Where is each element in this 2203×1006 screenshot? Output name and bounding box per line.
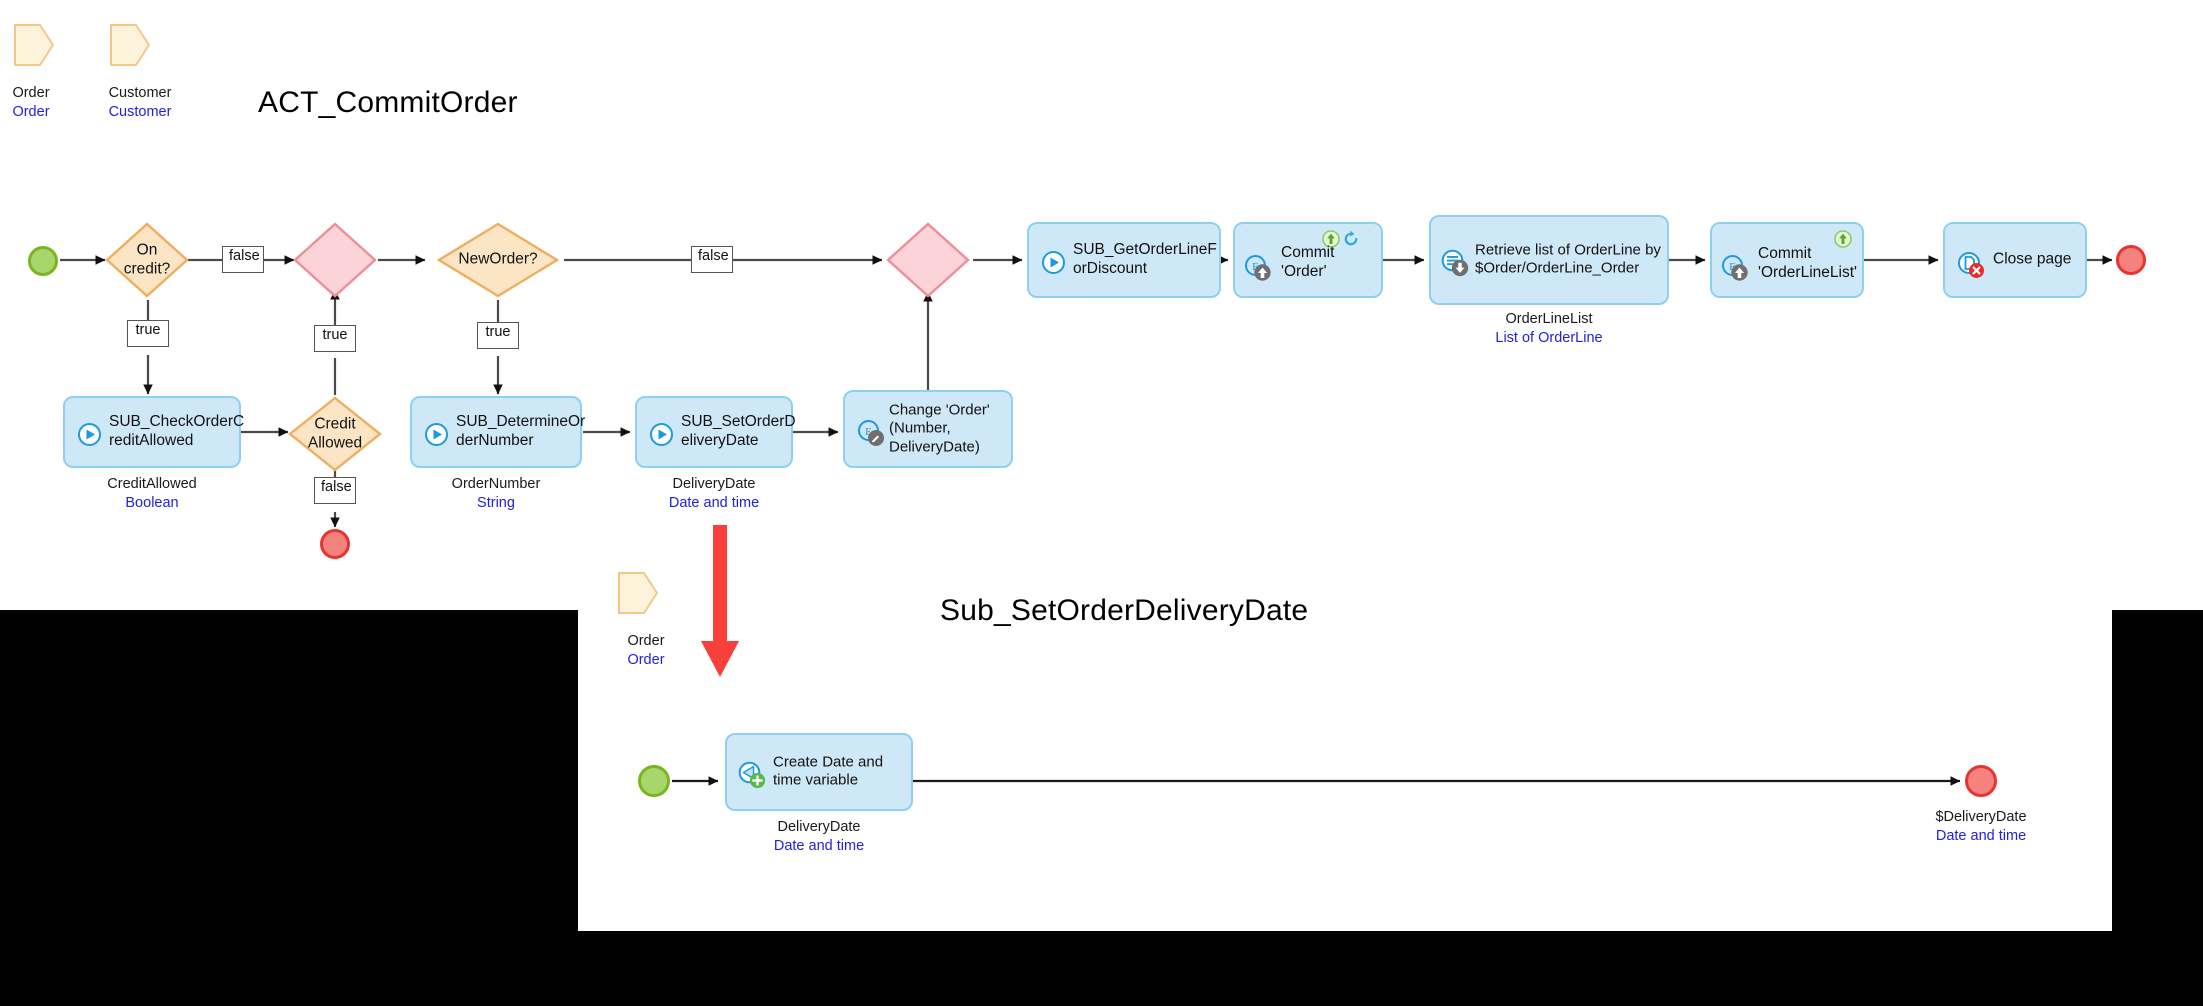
retrieve-list-icon (1441, 249, 1469, 277)
gateway-new-order-label: NewOrder? (458, 250, 538, 268)
caption-text: DeliveryDate (777, 819, 861, 835)
activity-close-page-label: Close page (1993, 250, 2072, 268)
sub-parameter-order-name: Order (627, 633, 665, 649)
flow-condition-on-credit-false: false (222, 246, 264, 273)
caption-text: DeliveryDate (672, 476, 756, 492)
caption-type: Date and time (773, 838, 865, 855)
lower-flow-title: Sub_SetOrderDeliveryDate (940, 594, 1309, 627)
sub-parameter-order-shape (618, 572, 659, 614)
gateway-new-order[interactable]: NewOrder? (436, 222, 560, 298)
flow-condition-credit-allowed-false: false (314, 477, 356, 504)
parameter-customer-caption: Customer Customer (88, 84, 192, 123)
activity-change-order-label: Change 'Order'(Number,DeliveryDate) (889, 401, 990, 456)
svg-text:E: E (865, 426, 872, 438)
sub-end-event[interactable] (1965, 765, 1997, 797)
gateway-merge-order[interactable] (886, 222, 970, 298)
call-microflow-icon (424, 422, 449, 447)
parameter-order-shape (14, 24, 55, 66)
upper-flow-title: ACT_CommitOrder (258, 86, 518, 119)
activity-change-order[interactable]: E Change 'Order'(Number,DeliveryDate) (843, 390, 1013, 468)
commit-arrow-up-icon (1834, 230, 1852, 248)
caption-type: Date and time (1935, 828, 2027, 845)
commit-object-icon: E (1244, 254, 1272, 282)
call-microflow-icon (1041, 250, 1066, 275)
sub-end-event-caption: $DeliveryDate Date and time (1881, 808, 2081, 847)
sub-start-event[interactable] (638, 765, 670, 797)
commit-object-icon: E (1721, 254, 1749, 282)
flow-condition-new-order-true: true (477, 322, 519, 349)
change-object-icon: E (857, 419, 885, 447)
caption-text: CreditAllowed (107, 476, 197, 492)
call-microflow-icon (77, 422, 102, 447)
caption-type: String (477, 495, 515, 512)
activity-sub-check-order-credit-allowed-caption: CreditAllowed Boolean (52, 475, 252, 514)
activity-retrieve-order-line-list-caption: OrderLineList List of OrderLine (1449, 310, 1649, 349)
activity-create-date-time-variable-caption: DeliveryDate Date and time (719, 818, 919, 857)
close-page-icon (1957, 251, 1985, 279)
parameter-customer-shape (110, 24, 151, 66)
activity-sub-set-order-delivery-date-caption: DeliveryDate Date and time (614, 475, 814, 514)
sub-parameter-order-type: Order (627, 652, 665, 669)
parameter-customer-name: Customer (108, 85, 172, 101)
activity-commit-order-line-list[interactable]: E Commit'OrderLineList' (1710, 222, 1864, 298)
caption-type: List of OrderLine (1495, 330, 1603, 347)
parameter-order-name: Order (12, 85, 50, 101)
gateway-merge-credit[interactable] (293, 222, 377, 298)
caption-type: Date and time (668, 495, 760, 512)
red-down-arrow-icon (690, 525, 750, 685)
activity-retrieve-order-line-list-label: Retrieve list of OrderLine by$Order/Orde… (1475, 241, 1661, 277)
caption-type: Boolean (125, 495, 179, 512)
svg-text:E: E (1729, 261, 1736, 273)
activity-commit-order-line-list-label: Commit'OrderLineList' (1758, 244, 1857, 281)
refresh-icon (1342, 230, 1360, 248)
flow-condition-credit-allowed-true: true (314, 325, 356, 352)
activity-commit-order[interactable]: E Commit 'Order' (1233, 222, 1383, 298)
sub-parameter-order-caption: Order Order (594, 632, 698, 671)
activity-sub-determine-order-number-caption: OrderNumber String (396, 475, 596, 514)
activity-close-page[interactable]: Close page (1943, 222, 2087, 298)
flow-condition-new-order-false: false (691, 246, 733, 273)
caption-text: OrderNumber (451, 476, 541, 492)
parameter-order-type: Order (12, 104, 50, 121)
start-event[interactable] (28, 246, 58, 276)
create-variable-icon (738, 761, 766, 789)
activity-commit-order-label: Commit 'Order' (1281, 243, 1335, 280)
end-event-main[interactable] (2116, 245, 2146, 275)
call-microflow-icon (649, 422, 674, 447)
end-event-credit-denied[interactable] (320, 529, 350, 559)
commit-arrow-up-icon (1322, 230, 1340, 248)
svg-text:E: E (1252, 261, 1259, 273)
caption-text: $DeliveryDate (1935, 809, 2027, 825)
parameter-customer-type: Customer (108, 104, 172, 121)
activity-retrieve-order-line-list[interactable]: Retrieve list of OrderLine by$Order/Orde… (1429, 215, 1669, 305)
parameter-order-caption: Order Order (0, 84, 83, 123)
flow-condition-on-credit-true: true (127, 320, 169, 347)
caption-text: OrderLineList (1505, 311, 1593, 327)
